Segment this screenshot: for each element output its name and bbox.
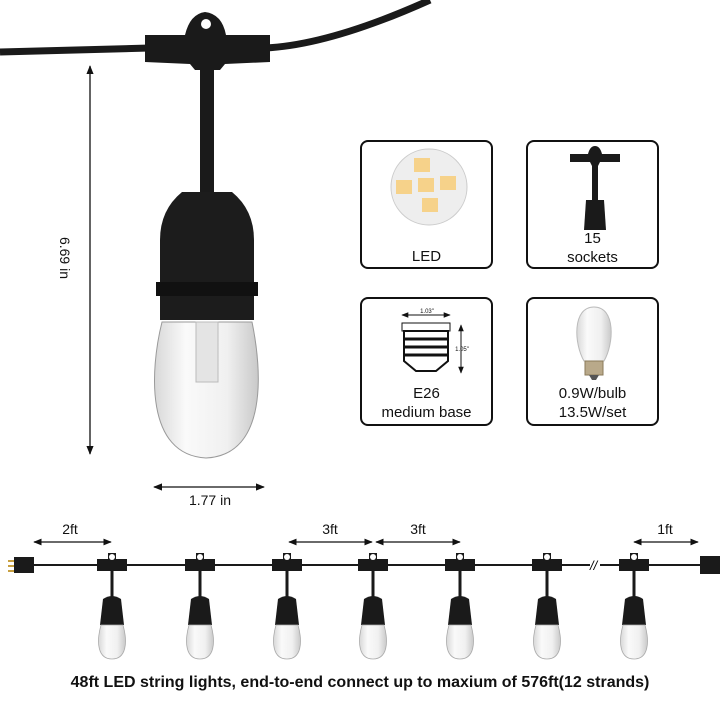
feature-sockets-count: 15 <box>584 230 601 247</box>
feature-power-per-set: 13.5W/set <box>558 404 627 421</box>
base-width-label: 1.03" <box>420 309 434 315</box>
bulb-icon <box>576 306 612 380</box>
svg-text://: // <box>589 558 599 573</box>
spacing-label-1ft: 1ft <box>657 521 673 537</box>
feature-base-label: medium base <box>381 404 472 421</box>
string-lights-illustration: // <box>8 552 720 660</box>
height-label: 6.69 in <box>57 236 73 280</box>
spacing-label-3ft-a: 3ft <box>322 521 338 537</box>
spacing-label-3ft-b: 3ft <box>410 521 426 537</box>
feature-card-led: LED <box>360 140 493 269</box>
main-bulb-illustration <box>0 0 432 459</box>
socket-icon <box>570 146 620 230</box>
width-label: 1.77 in <box>188 492 232 508</box>
led-chip-icon <box>390 148 468 226</box>
feature-card-power: 0.9W/bulb 13.5W/set <box>526 297 659 426</box>
e26-base-icon <box>401 312 464 374</box>
feature-card-sockets: 15 sockets <box>526 140 659 269</box>
feature-sockets-label: sockets <box>567 249 618 266</box>
feature-card-base: 1.03" 1.05" E26 medium base <box>360 297 493 426</box>
spacing-label-2ft: 2ft <box>62 521 78 537</box>
feature-power-per-bulb: 0.9W/bulb <box>558 385 627 402</box>
feature-base-type: E26 <box>413 385 440 402</box>
feature-led-label: LED <box>411 248 442 265</box>
base-height-label: 1.05" <box>455 347 469 353</box>
product-caption: 48ft LED string lights, end-to-end conne… <box>70 674 650 691</box>
